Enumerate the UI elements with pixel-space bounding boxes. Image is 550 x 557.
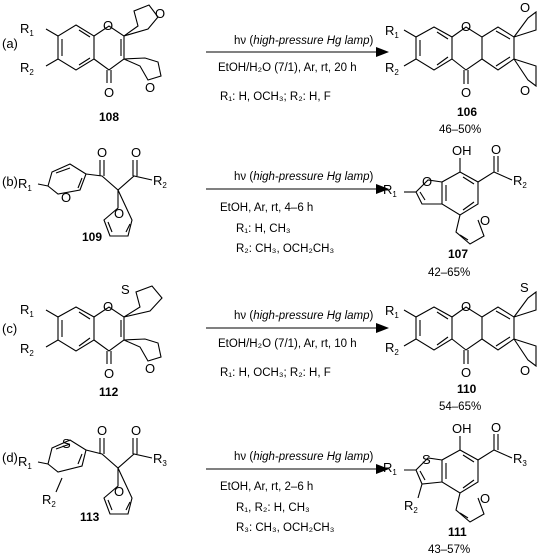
reaction-b-conditions-1: EtOH, Ar, rt, 4–6 h: [220, 202, 313, 214]
reaction-d-conditions-2: R₁, R₂: H, CH₃: [236, 502, 310, 514]
product-111-furan-o: O: [480, 491, 490, 506]
reaction-a: (a) O O O O R1 R2 108 hν (high-pressure …: [2, 0, 537, 136]
product-107-r1: R1: [383, 182, 397, 199]
reaction-b-arrow: [206, 184, 389, 194]
reactant-108-furan-o-1: O: [155, 6, 165, 21]
reactant-113-structure: [37, 438, 153, 515]
product-107-furan-o-2: O: [480, 213, 490, 228]
reactant-112-ring-o: O: [103, 299, 113, 314]
product-107-oh: OH: [452, 143, 472, 158]
reactant-108-r2: R2: [20, 60, 34, 77]
product-106-carbonyl-o: O: [461, 85, 471, 100]
product-110-furan-o: O: [520, 363, 530, 378]
reactant-112-r2: R2: [20, 341, 34, 358]
reactant-112-number: 112: [99, 385, 119, 399]
reactant-108-r1: R1: [20, 21, 34, 38]
reactant-109-furan-o-1: O: [61, 190, 71, 205]
reactant-109-furan-o-2: O: [114, 206, 124, 221]
reactant-112-r1: R1: [20, 302, 34, 319]
product-110-r2: R2: [385, 340, 399, 357]
product-106-structure: [403, 10, 537, 88]
product-111-ketone-o: O: [491, 420, 501, 435]
reactant-109-ketone-o-2: O: [131, 145, 141, 160]
product-111-oh: OH: [452, 421, 472, 436]
reaction-d-hv: hν (high-pressure Hg lamp): [234, 451, 374, 463]
reaction-a-hv: hν (high-pressure Hg lamp): [234, 35, 374, 47]
reactant-109-r2: R2: [153, 173, 167, 190]
reactant-108-ring-o: O: [103, 18, 113, 33]
reactant-113-number: 113: [80, 510, 100, 524]
reaction-d: (d) O O S O R1 R2 R3 113 hν (high-pressu…: [2, 420, 527, 556]
reaction-b-conditions-2: R₁: H, CH₃: [236, 223, 291, 235]
product-110-number: 110: [457, 382, 477, 396]
reaction-d-conditions-3: R₃: CH₃, OCH₂CH₃: [236, 522, 335, 534]
reactant-109-number: 109: [82, 230, 102, 244]
reactant-109-r1: R1: [18, 176, 32, 193]
product-106-number: 106: [457, 105, 477, 119]
reaction-d-tag: (d): [2, 450, 18, 465]
reaction-c-hv: hν (high-pressure Hg lamp): [234, 310, 374, 322]
reaction-a-conditions-1: EtOH/H₂O (7/1), Ar, rt, 20 h: [218, 62, 357, 74]
product-110-structure: [403, 290, 537, 368]
reaction-b-hv: hν (high-pressure Hg lamp): [234, 171, 374, 183]
product-107-structure: [404, 156, 513, 245]
reactant-112-furan-o: O: [145, 361, 155, 376]
reactant-112-carbonyl-o: O: [104, 366, 114, 381]
reactant-112-structure: [45, 285, 163, 364]
reaction-d-arrow: [206, 464, 389, 474]
reactant-109-structure: [37, 160, 153, 237]
product-111-number: 111: [448, 525, 467, 539]
product-110-carbonyl-o: O: [461, 365, 471, 380]
product-111-r1: R1: [383, 460, 397, 477]
reactant-112-thiophene-s: S: [121, 282, 130, 297]
product-107-ketone-o: O: [491, 142, 501, 157]
reaction-c-arrow: [206, 323, 389, 333]
product-107-yield: 42–65%: [428, 267, 470, 279]
product-106-r2: R2: [385, 60, 399, 77]
product-106-furan-o-1: O: [520, 0, 530, 15]
reaction-c-conditions-2: R₁: H, OCH₃; R₂: H, F: [220, 367, 331, 379]
product-111-r2: R2: [404, 498, 418, 515]
reactant-113-r3: R3: [153, 451, 167, 468]
product-106-yield: 46–50%: [439, 124, 481, 136]
product-110-ring-o: O: [461, 299, 471, 314]
product-111-structure: [404, 434, 513, 523]
reaction-b-conditions-3: R₂: CH₃, OCH₂CH₃: [236, 243, 334, 255]
reactant-113-ketone-o-2: O: [131, 423, 141, 438]
reaction-a-conditions-2: R₁: H, OCH₃; R₂: H, F: [220, 91, 331, 103]
reaction-d-conditions-1: EtOH, Ar, rt, 2–6 h: [220, 481, 313, 493]
reaction-c: (c) O O S O R1 R2 112 hν (high-pressure …: [2, 280, 537, 413]
product-111-thiophene-s: S: [422, 452, 431, 467]
product-110-thiophene-s: S: [520, 280, 529, 295]
reaction-a-tag: (a): [2, 36, 18, 51]
reaction-c-tag: (c): [2, 321, 17, 336]
product-110-yield: 54–65%: [439, 401, 481, 413]
reactant-109-ketone-o-1: O: [97, 145, 107, 160]
reaction-b: (b) O O O O R1 R2 109 hν (high-pressure …: [2, 142, 527, 279]
reactant-113-r2: R2: [42, 492, 56, 509]
product-107-number: 107: [448, 247, 468, 261]
reaction-a-arrow: [206, 47, 389, 57]
product-107-furan-o-1: O: [422, 174, 432, 189]
product-106-r1: R1: [385, 23, 399, 40]
product-111-yield: 43–57%: [428, 544, 470, 556]
reactant-108-number: 108: [99, 110, 119, 124]
product-110-r1: R1: [385, 303, 399, 320]
reaction-b-tag: (b): [2, 174, 18, 189]
reactant-113-r1: R1: [18, 454, 32, 471]
reactant-113-thiophene-s: S: [62, 436, 71, 451]
reactant-108-structure: [45, 4, 162, 83]
product-106-ring-o: O: [461, 19, 471, 34]
reactant-108-furan-o-2: O: [145, 80, 155, 95]
reactant-113-ketone-o-1: O: [97, 423, 107, 438]
reaction-c-conditions-1: EtOH/H₂O (7/1), Ar, rt, 10 h: [218, 338, 357, 350]
reactant-108-carbonyl-o: O: [104, 85, 114, 100]
reactant-113-furan-o: O: [114, 484, 124, 499]
product-107-r2: R2: [513, 173, 527, 190]
product-111-r3: R3: [513, 451, 527, 468]
product-106-furan-o-2: O: [520, 83, 530, 98]
